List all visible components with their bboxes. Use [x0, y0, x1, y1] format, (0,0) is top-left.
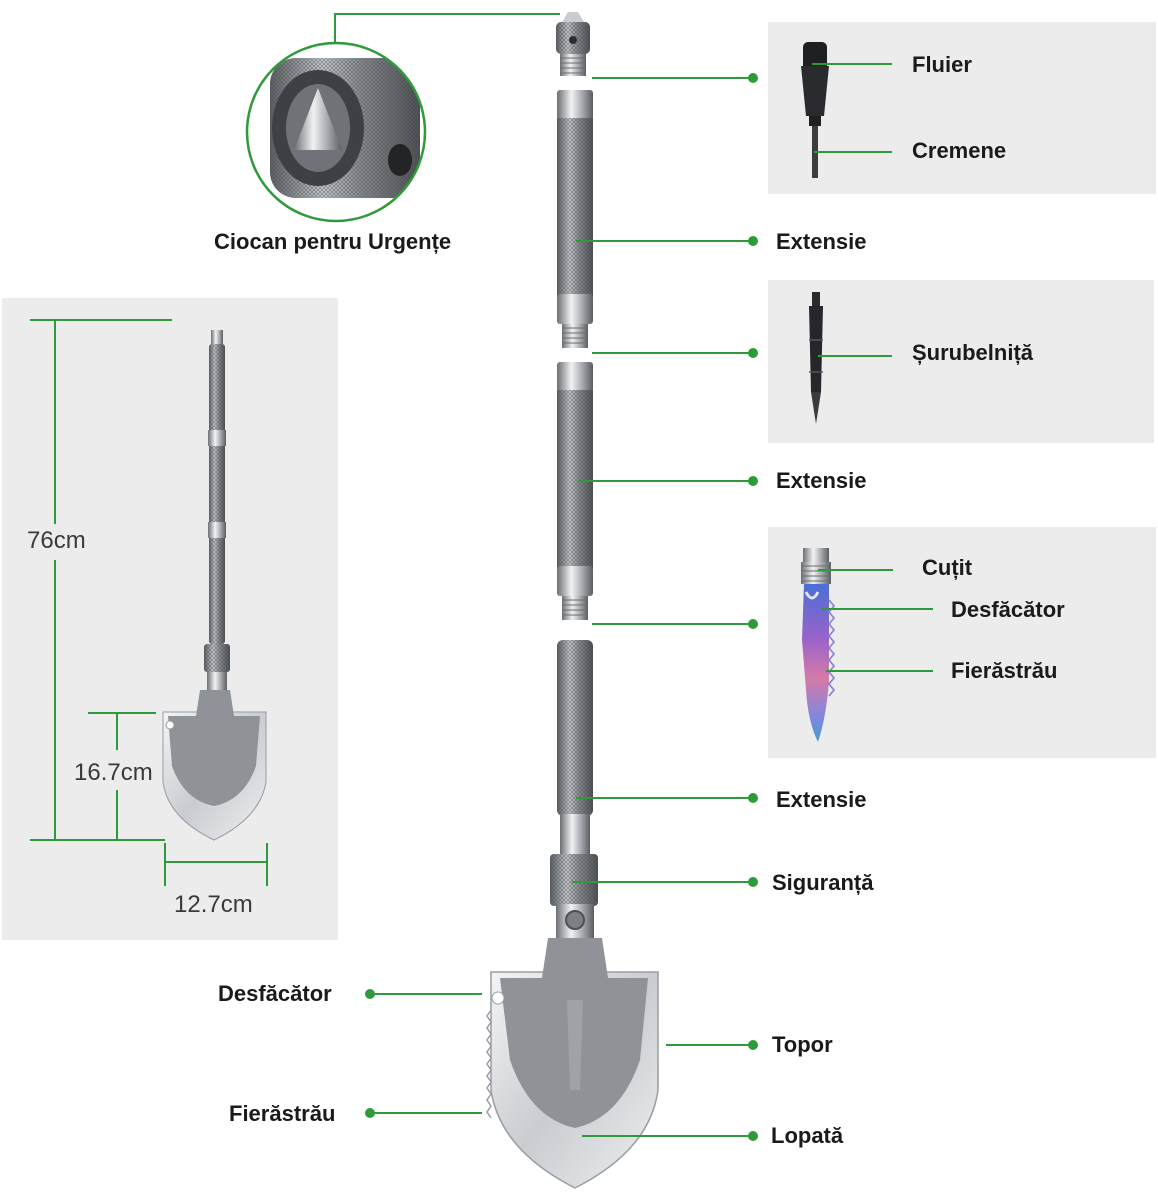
knife-part — [801, 548, 835, 742]
assembled-shovel — [162, 330, 267, 841]
dimension-blade-width: 12.7cm — [174, 891, 253, 918]
label-safety: Siguranță — [772, 870, 874, 895]
dimension-length: 76cm — [27, 527, 86, 554]
screwdriver-part — [809, 292, 823, 424]
label-knife-saw: Fierăstrău — [951, 658, 1058, 683]
label-screwdriver: Șurubelniță — [912, 340, 1034, 365]
label-knife: Cuțit — [922, 555, 973, 580]
extension-segment-3 — [557, 640, 593, 854]
label-extension-3: Extensie — [776, 787, 867, 812]
dimensions-panel — [2, 298, 338, 940]
screwdriver-panel — [768, 280, 1154, 443]
whistle-panel — [768, 22, 1156, 194]
dimension-lines — [30, 319, 268, 886]
callout-dots — [365, 73, 758, 1141]
label-emergency-hammer: Ciocan pentru Urgențe — [214, 229, 452, 254]
label-extension-1: Extensie — [776, 229, 867, 254]
label-extension-2: Extensie — [776, 468, 867, 493]
label-knife-opener: Desfăcător — [951, 597, 1065, 622]
safety-collar — [550, 854, 598, 938]
shovel-blade — [486, 938, 659, 1189]
hammer-tip — [556, 12, 590, 76]
extension-segment-1 — [557, 90, 593, 348]
label-flint: Cremene — [912, 138, 1007, 163]
hammer-magnifier — [245, 41, 427, 223]
label-axe: Topor — [772, 1032, 833, 1057]
extension-segment-2 — [557, 362, 593, 620]
label-shovel-opener: Desfăcător — [218, 981, 332, 1006]
label-shovel: Lopată — [771, 1123, 844, 1148]
label-shovel-saw: Fierăstrău — [229, 1101, 336, 1126]
label-whistle: Fluier — [912, 52, 972, 77]
dimension-blade-height: 16.7cm — [74, 759, 153, 786]
callout-lines — [334, 13, 933, 1137]
